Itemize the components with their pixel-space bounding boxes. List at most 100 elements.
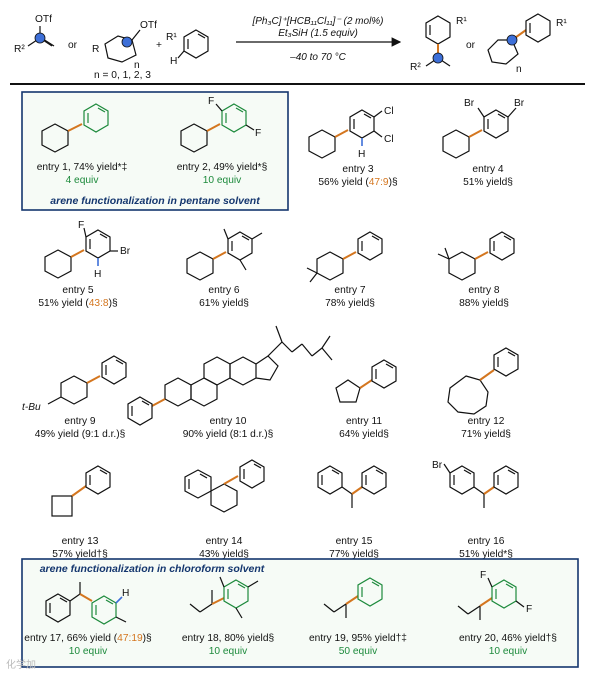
pentane-box-title: arene functionalization in pentane solve… <box>50 195 260 207</box>
entry-16-yield: 51% yield*§ <box>459 549 513 560</box>
entry-5-label: entry 5 <box>62 285 93 296</box>
entry-16-label: entry 16 <box>468 536 505 547</box>
entry-15-label: entry 15 <box>336 536 373 547</box>
entry-18-label: entry 18, 80% yield§ <box>182 633 275 644</box>
entry-19-structure <box>323 577 383 618</box>
entry-9-tbu: t-Bu <box>22 402 41 413</box>
entry-2-equiv: 10 equiv <box>203 175 242 186</box>
entry-11-label: entry 11 <box>346 416 382 427</box>
entry-2-f2: F <box>255 128 261 139</box>
entry-4-yield: 51% yield§ <box>463 177 513 188</box>
entry-3-cl2: Cl <box>384 134 394 145</box>
entry-19-label: entry 19, 95% yield†‡ <box>309 633 407 644</box>
entry-13-yield: 57% yield†§ <box>52 549 108 560</box>
entry-15-yield: 77% yield§ <box>329 549 379 560</box>
chloroform-box <box>21 558 579 668</box>
arene-r1-label: R¹ <box>166 32 177 43</box>
entry-10-structure <box>127 325 333 426</box>
entry-13-structure <box>51 465 111 517</box>
chloroform-box-title: arene functionalization in chloroform so… <box>40 563 265 575</box>
entry-6-yield: 61% yield§ <box>199 298 249 309</box>
product-acyclic-structure <box>425 15 451 67</box>
entry-3-cl1: Cl <box>384 106 394 117</box>
entry-16-structure <box>443 463 519 508</box>
entry-10-label: entry 10 <box>210 416 247 427</box>
entry-3-yield: 56% yield (47:9)§ <box>318 177 398 188</box>
product-n-label: n <box>516 64 522 75</box>
product-r1-label-b: R¹ <box>556 18 567 29</box>
watermark: 化学加 <box>6 658 36 671</box>
plus-sign: + <box>156 40 162 51</box>
r2-label: R² <box>14 44 25 55</box>
entry-1-equiv: 4 equiv <box>66 175 100 186</box>
entry-1-structure <box>41 103 109 153</box>
entry-5-yield: 51% yield (43:8)§ <box>38 298 118 309</box>
entry-8-yield: 88% yield§ <box>459 298 509 309</box>
cyclic-triflate-structure <box>104 29 141 63</box>
entry-20-label: entry 20, 46% yield†§ <box>459 633 557 644</box>
entry-3-structure <box>308 109 383 159</box>
entry-4-br2: Br <box>514 98 525 109</box>
entry-17-h: H <box>122 588 129 599</box>
entry-8-label: entry 8 <box>468 285 499 296</box>
entry-7-yield: 78% yield§ <box>325 298 375 309</box>
entry-2-structure <box>180 103 255 153</box>
entry-9-label: entry 9 <box>64 416 95 427</box>
entry-20-structure <box>457 577 525 620</box>
entry-14-structure <box>184 459 265 513</box>
entry-20-equiv: 10 equiv <box>489 646 528 657</box>
entry-8-structure <box>437 231 515 281</box>
entry-12-structure <box>447 347 519 415</box>
entry-20-f1: F <box>480 570 486 581</box>
entry-2-f1: F <box>208 96 214 107</box>
entry-1-label: entry 1, 74% yield*‡ <box>37 162 128 173</box>
entry-14-yield: 43% yield§ <box>199 549 249 560</box>
or-label-2: or <box>466 40 476 51</box>
entry-16-br: Br <box>432 460 443 471</box>
or-label-1: or <box>68 40 78 51</box>
entry-4-structure <box>442 107 517 159</box>
entry-2-label: entry 2, 49% yield*§ <box>177 162 268 173</box>
general-scheme <box>27 13 551 67</box>
entry-5-h: H <box>94 269 101 280</box>
product-r2-label: R² <box>410 62 421 73</box>
entry-3-label: entry 3 <box>342 164 373 175</box>
reagent-otf-2: OTf <box>140 20 157 31</box>
entry-13-label: entry 13 <box>62 536 99 547</box>
product-cyclic-structure <box>487 13 551 65</box>
entry-6-label: entry 6 <box>208 285 239 296</box>
entry-5-structure <box>44 227 118 279</box>
entry-4-br1: Br <box>464 98 475 109</box>
entry-4-label: entry 4 <box>472 164 503 175</box>
entry-3-h: H <box>358 149 365 160</box>
entry-5-f: F <box>78 220 84 231</box>
arene-h-label: H <box>170 56 177 67</box>
entry-20-f2: F <box>526 604 532 615</box>
temperature-label: –40 to 70 °C <box>289 52 346 63</box>
entry-19-equiv: 50 equiv <box>339 646 378 657</box>
entry-12-yield: 71% yield§ <box>461 429 511 440</box>
entry-7-structure <box>306 231 383 283</box>
entry-14-label: entry 14 <box>206 536 243 547</box>
entry-5-br: Br <box>120 246 131 257</box>
entry-18-structure <box>189 576 259 619</box>
r-label: R <box>92 44 99 55</box>
reagent-otf-1: OTf <box>35 14 52 25</box>
arene-structure <box>177 29 209 59</box>
entry-18-equiv: 10 equiv <box>209 646 248 657</box>
vinyl-triflate-structure <box>27 26 55 47</box>
entry-9-structure <box>47 355 127 405</box>
entry-7-label: entry 7 <box>334 285 365 296</box>
entry-17-label: entry 17, 66% yield (47:19)§ <box>24 633 152 644</box>
entry-6-structure <box>186 228 263 281</box>
scheme-labels: OTf R² or R OTf n n = 0, 1, 2, 3 + R¹ H … <box>14 14 567 81</box>
catalyst-label: [Ph₃C]⁺[HCB₁₁Cl₁₁]⁻ (2 mol%) <box>251 16 383 27</box>
n-values: n = 0, 1, 2, 3 <box>94 70 151 81</box>
entry-17-structure <box>45 582 127 625</box>
silane-label: Et₃SiH (1.5 equiv) <box>278 28 358 39</box>
entry-9-yield: 49% yield (9:1 d.r.)§ <box>35 429 126 440</box>
entry-15-structure <box>317 465 387 508</box>
entry-12-label: entry 12 <box>468 416 505 427</box>
entry-11-yield: 64% yield§ <box>339 429 389 440</box>
